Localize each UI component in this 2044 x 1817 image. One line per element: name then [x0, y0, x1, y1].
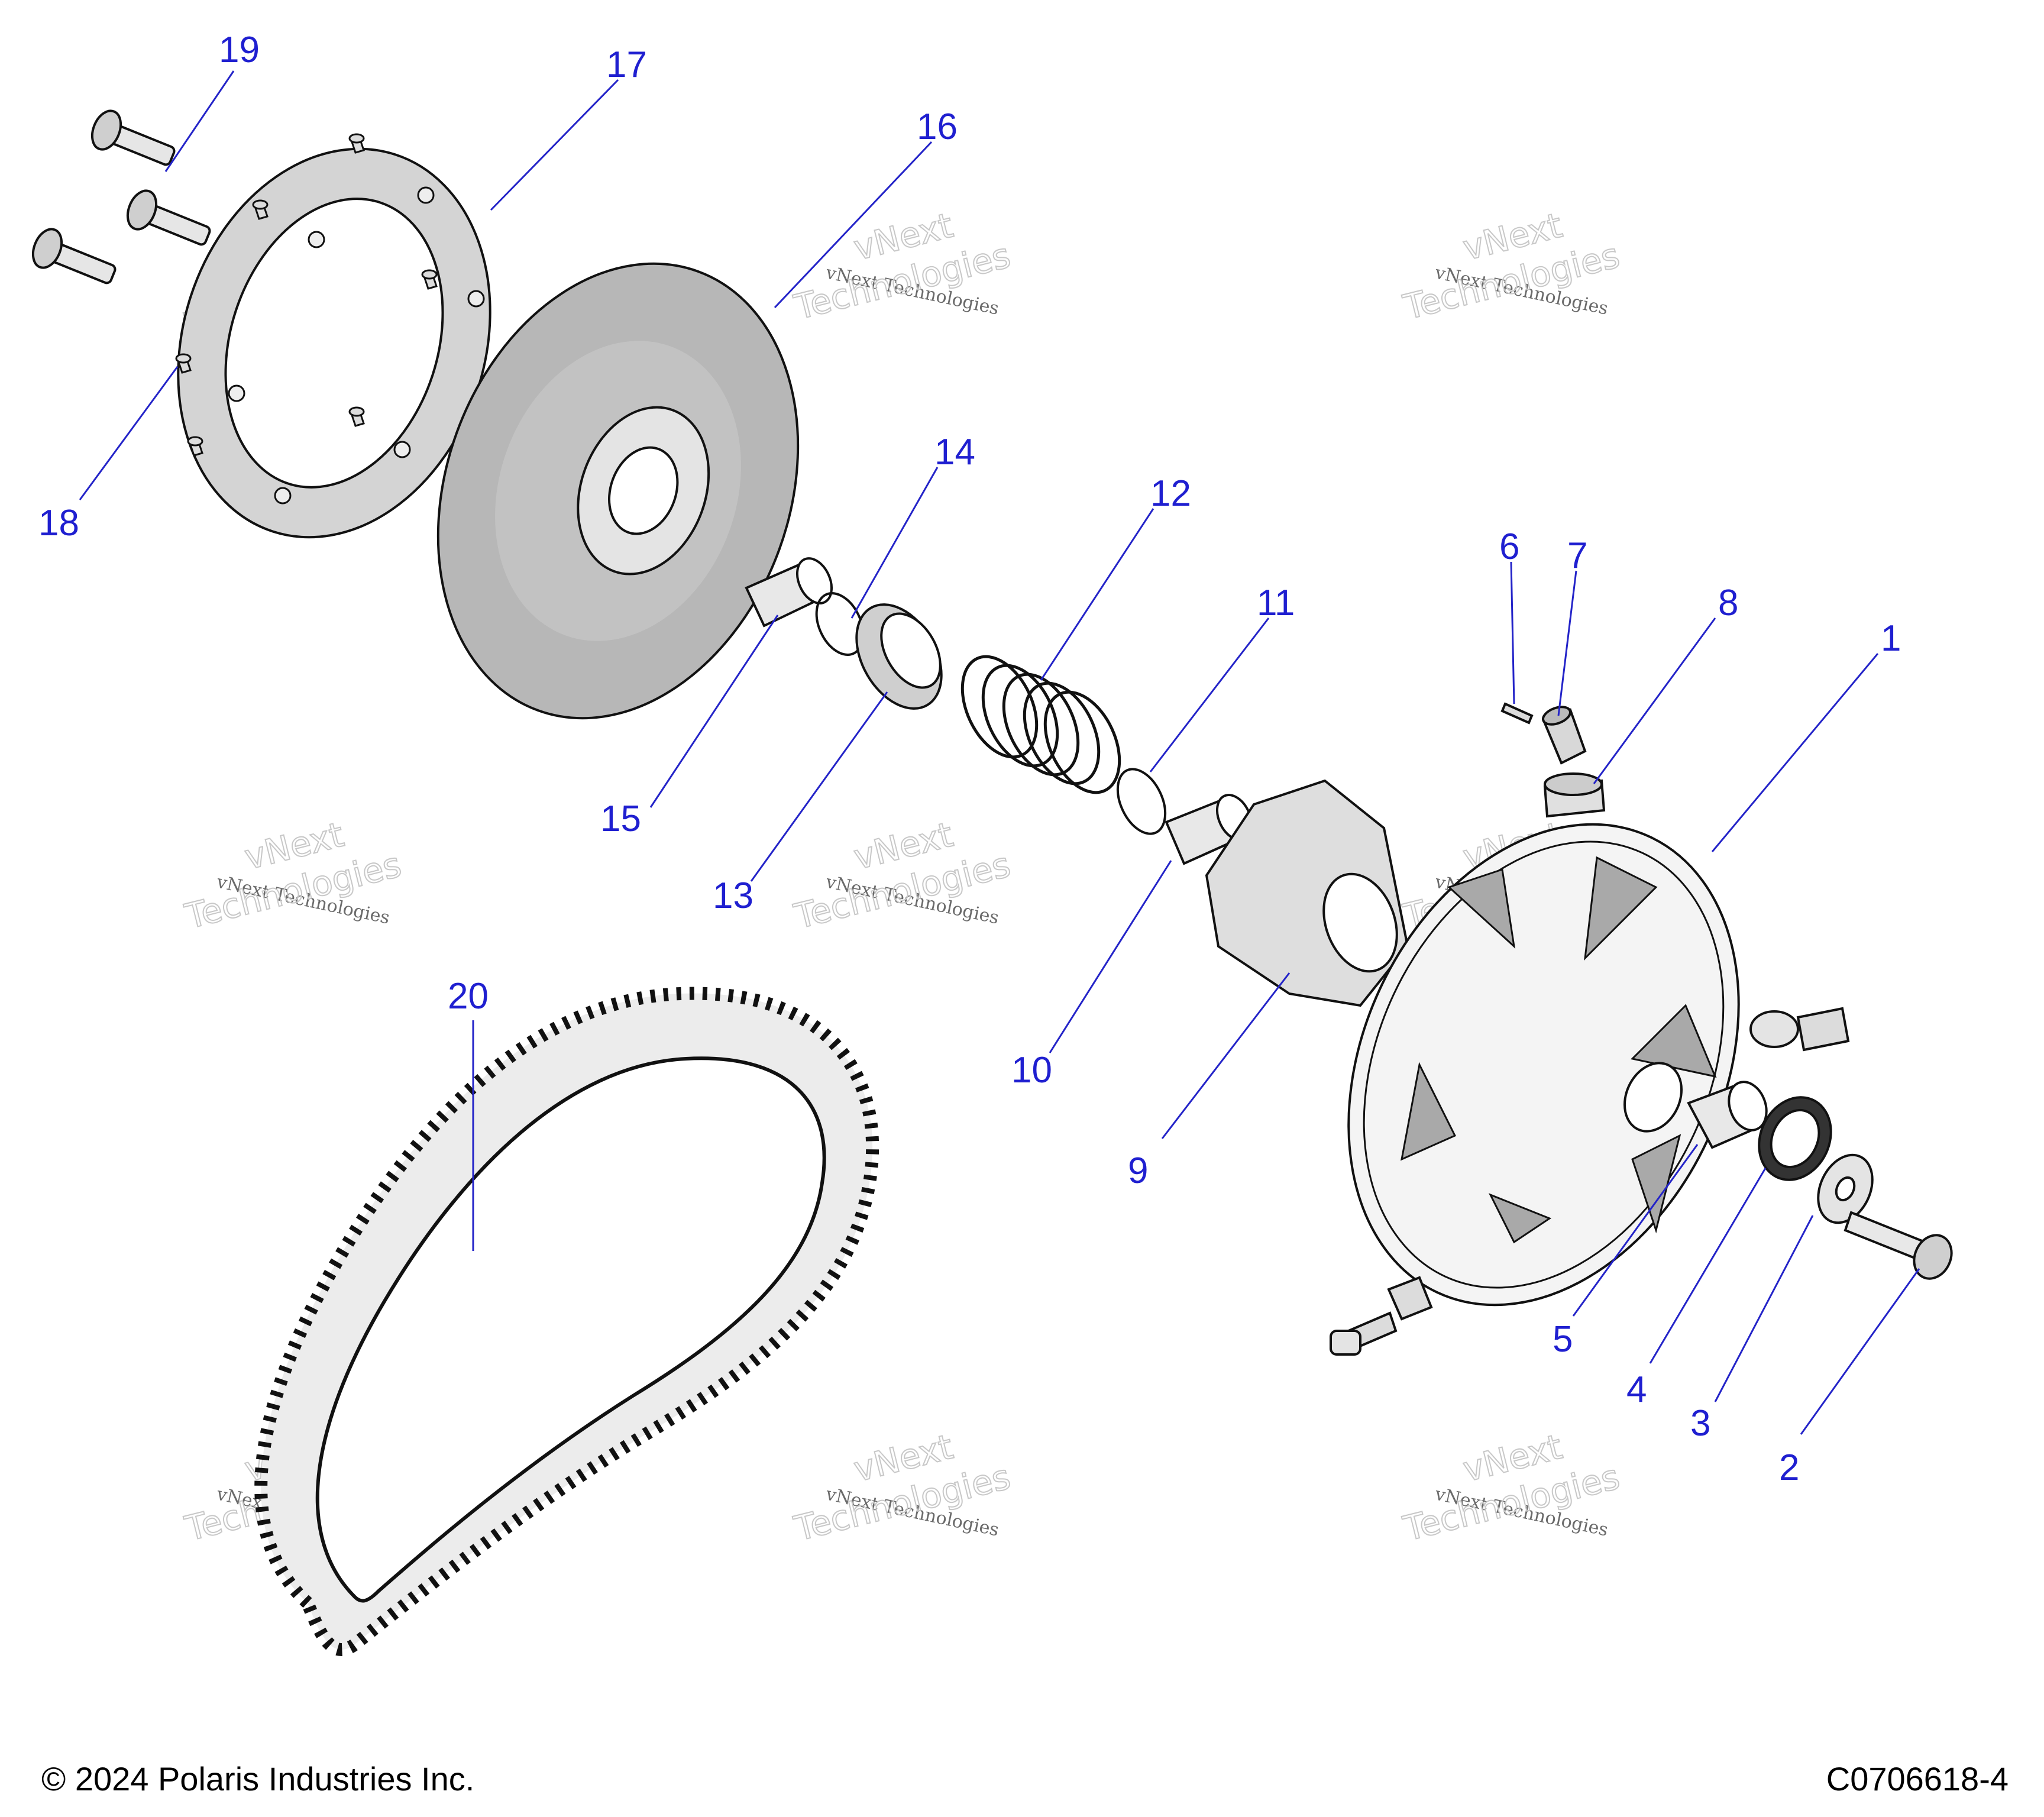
- callout-11: 11: [1257, 583, 1295, 623]
- part-1-movable-sheave: [1347, 823, 1740, 1307]
- part-16-fixed-sheave: [436, 262, 800, 720]
- callout-1: 1: [1881, 618, 1901, 659]
- callout-2: 2: [1779, 1447, 1799, 1488]
- callout-4: 4: [1626, 1369, 1647, 1410]
- callout-19: 19: [219, 30, 260, 70]
- part-6-pin: [1500, 702, 1534, 725]
- callout-12: 12: [1150, 473, 1191, 514]
- part-14-snap-ring: [815, 592, 865, 656]
- part-9-spider: [1205, 779, 1409, 1007]
- part-5-bushing: [1687, 1081, 1768, 1149]
- callout-9: 9: [1128, 1150, 1148, 1191]
- part-19-bolts: [31, 109, 211, 284]
- part-20-drive-belt: [254, 987, 879, 1656]
- adjuster-hardware: [1330, 1007, 1850, 1356]
- part-18-studs: [175, 133, 438, 457]
- part-13-spring-seat: [855, 603, 943, 710]
- part-7-roller: [1542, 706, 1587, 765]
- callout-numbers: 1 2 3 4 5 6 7 8 9 10 11 12 13 14 15 16 1…: [38, 30, 1901, 1488]
- callout-3: 3: [1690, 1403, 1710, 1444]
- callout-13: 13: [713, 875, 753, 916]
- callout-14: 14: [934, 432, 975, 473]
- copyright-text: © 2024 Polaris Industries Inc.: [41, 1760, 475, 1797]
- callout-6: 6: [1499, 526, 1519, 567]
- part-15-bushing: [745, 557, 833, 628]
- callout-15: 15: [600, 798, 641, 839]
- part-12-spring: [960, 655, 1121, 794]
- part-11-snap-ring: [1116, 768, 1167, 835]
- watermark-3: vNext Technologies vNext Technologies: [1399, 205, 1624, 328]
- part-17-ring-plate: [177, 147, 491, 539]
- leader-lines: [79, 70, 1920, 1435]
- part-2-bolt: [1844, 1211, 1953, 1280]
- watermark-2: vNext Technologies vNext Technologies: [790, 205, 1015, 328]
- watermark-5: vNext Technologies vNext Technologies: [790, 814, 1015, 937]
- callout-20: 20: [448, 976, 489, 1017]
- watermark-8: vNext Technologies vNext Technologies: [790, 1426, 1015, 1550]
- watermark-9: vNext Technologies vNext Technologies: [1399, 1426, 1624, 1550]
- callout-8: 8: [1718, 583, 1738, 623]
- callout-18: 18: [38, 503, 79, 544]
- part-8-button: [1543, 772, 1606, 818]
- part-3-washer: [1817, 1153, 1874, 1224]
- callout-7: 7: [1567, 535, 1587, 576]
- callout-17: 17: [606, 44, 647, 85]
- drawing-id: C0706618-4: [1826, 1760, 2009, 1797]
- callout-10: 10: [1011, 1050, 1052, 1091]
- part-4-seal: [1758, 1096, 1832, 1181]
- watermark-4: vNext Technologies vNext Technologies: [180, 814, 406, 937]
- callout-16: 16: [917, 106, 958, 147]
- callout-5: 5: [1553, 1319, 1573, 1360]
